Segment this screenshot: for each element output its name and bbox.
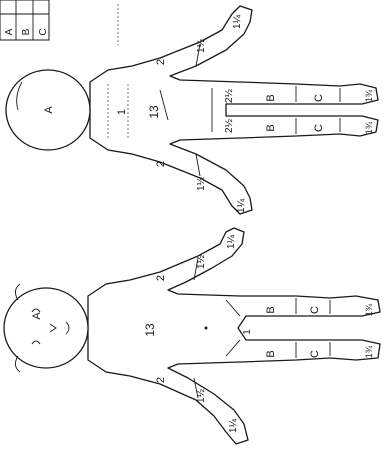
front-head-label: A [31,312,43,320]
front-hand-right-label: 1¼ [227,418,239,433]
back-trunk-label: 13 [147,105,161,119]
front-forearm-left-label: 1½ [196,254,207,269]
back-neck-label: 1 [116,109,128,115]
front-leg-right-label: C [309,350,321,358]
front-trunk-label: 13 [143,323,157,337]
back-head-label: A [43,106,55,114]
back-forearm-left-label: 1½ [196,38,207,53]
front-head [4,288,88,368]
back-hand-left-label: 1¼ [231,14,243,29]
legend-key-b: B [21,28,32,35]
front-upper-arm-right-label: 2 [155,377,167,383]
front-forearm-right-label: 1½ [196,388,207,403]
back-thigh-right-label: B [265,124,277,131]
navel-mark [205,327,208,330]
front-upper-arm-left-label: 2 [155,275,167,281]
back-buttock-left-label: 2½ [224,88,235,103]
front-genitals-label: 1 [242,329,253,335]
legend-table: A B C [0,0,49,40]
back-upper-arm-left-label: 2 [155,59,167,65]
back-buttock-right-label: 2½ [224,118,235,133]
back-leg-right-label: C [313,124,325,132]
back-foot-right-label: 1¾ [364,121,374,134]
legend-key-a: A [4,28,15,35]
back-body-outline [90,6,378,214]
back-foot-left-label: 1¾ [364,89,374,102]
back-thigh-left-label: B [265,94,277,101]
front-hand-left-label: 1¼ [225,234,237,249]
back-hand-right-label: 1¼ [235,198,247,213]
front-foot-right-label: 1¾ [364,345,374,358]
front-figure: A 13 2 1½ 1¼ 2 1½ 1¼ 1 B B C C 1¾ 1¾ [4,228,380,444]
front-foot-left-label: 1¾ [364,303,374,316]
legend-key-c: C [38,28,49,35]
front-thigh-right-label: B [265,350,277,357]
back-upper-arm-right-label: 2 [155,161,167,167]
back-figure: A 1 13 2 1½ 1¼ 2 1½ 1¼ 2½ 2½ B B C C 1¾ … [6,6,378,214]
front-leg-left-label: C [309,306,321,314]
back-forearm-right-label: 1½ [196,176,207,191]
front-thigh-left-label: B [265,306,277,313]
front-body-outline [88,228,380,444]
back-leg-left-label: C [313,94,325,102]
